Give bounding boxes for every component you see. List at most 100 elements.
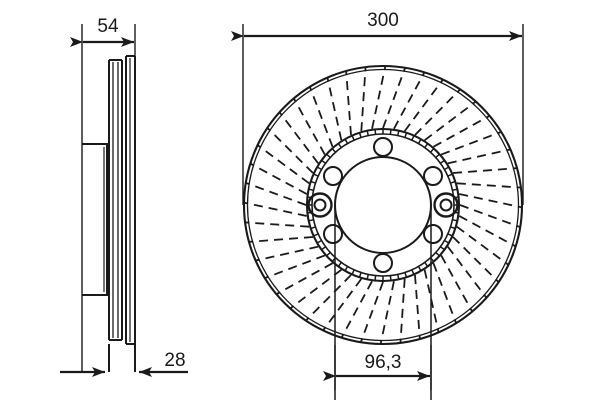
cooling-vane [360,67,367,132]
hub-knurl-tick [366,274,369,280]
hub-knurl-tick [337,143,342,149]
cooling-vane [382,67,406,129]
cooling-vane [393,71,426,130]
hub-ring-outer [305,127,461,283]
cooling-vane [289,269,342,310]
hub-knurl-tick [439,159,445,164]
hub-knurl-tick [374,275,377,281]
cooling-vane [257,144,310,185]
cooling-vane [459,193,522,209]
cooling-vane [414,88,461,136]
hub-knurl-tick [439,246,445,251]
bolt-hole-lower-left [323,224,343,244]
hub-knurl-tick [321,246,327,251]
cooling-vane [249,162,308,195]
cooling-vane [293,97,326,156]
cooling-vane [245,182,307,206]
cooling-vane [248,236,314,243]
cooling-vane [403,79,444,132]
hub-knurl-tick [444,166,450,171]
hub-knurl-tick [417,138,422,144]
cooling-vane [432,262,457,324]
hub-knurl-tick [444,239,450,244]
hub-knurl-tick [424,143,429,149]
hub-knurl-tick [447,233,453,237]
hub-knurl-tick [326,251,331,257]
hub-knurl-tick [450,180,456,184]
cooling-vane [266,127,314,174]
hub-knurl-tick [374,129,377,135]
side-section-view [60,24,188,377]
hub-knurl-tick [397,130,400,136]
hub-knurl-tick [358,272,362,278]
hub-knurl-tick [308,188,314,191]
disc-outer-rim-inner [246,68,520,342]
hub-knurl-tick [358,132,362,138]
dim-label-300: 300 [367,10,399,31]
hub-knurl-tick [389,275,392,281]
dim-label-96-3: 96,3 [365,352,402,373]
cooling-vane [275,262,334,295]
hub-knurl-tick [435,251,440,257]
hub-knurl-tick [344,138,349,144]
friction-plate-outboard [125,55,136,345]
hub-knurl-tick [310,180,316,184]
bolt-hole-upper-left [323,166,343,186]
hub-knurl-tick [411,269,415,275]
hub-knurl-tick [411,135,415,141]
cooling-vane [371,65,387,129]
cooling-vane [458,215,517,248]
hub-knurl-tick [313,173,319,177]
cooling-vane [447,246,488,299]
cooling-vane [452,236,500,283]
cooling-vane [432,115,491,148]
cooling-vane [399,278,406,343]
locating-hole-left [307,192,333,218]
hub-knurl-tick [452,188,458,191]
cooling-vane [245,221,310,228]
cooling-vane [414,274,421,340]
cooling-vane [264,254,326,279]
hub-knurl-tick [424,261,429,267]
hub-knurl-tick [435,153,440,159]
hub-stem-lower [108,344,136,372]
front-face-view [231,24,524,400]
hub-knurl-tick [429,148,435,153]
bolt-holes [323,137,443,273]
hub-knurl-tick [351,269,355,275]
hub-knurl-tick [447,173,453,177]
hub-knurl-tick [404,132,408,138]
cooling-vane [278,111,319,164]
hub-knurl-tick [316,239,322,244]
bolt-hole-top [373,137,393,157]
hub-knurl-tick [450,226,456,230]
cooling-vane [243,201,307,217]
vane-gap-lines [112,62,119,338]
hub-knurl-tick [326,153,331,159]
cooling-vane [326,77,343,141]
hub-hat-profile [82,143,108,296]
hub-knurl-tick [389,129,392,135]
friction-plate-inboard [108,59,122,341]
hub-knurl-tick [452,219,458,222]
hub-knurl-tick [308,219,314,222]
bolt-hole-lower-right [423,224,443,244]
cooling-vane [309,86,334,148]
cooling-vane [360,281,384,343]
dim-54-extension-lines [81,24,136,372]
hub-knurl-tick [351,135,355,141]
cooling-vane [379,281,395,345]
cooling-vane [459,204,521,228]
cooling-vane [440,131,502,156]
dim-label-54: 54 [97,16,119,37]
cooling-vane [456,182,521,189]
center-bore [334,156,432,254]
hub-knurl-tick [366,130,369,136]
cooling-vane [322,278,363,331]
cooling-vane [424,100,477,141]
cooling-vane [345,70,352,136]
flange-caps [104,143,109,296]
hub-knurl-tick [313,233,319,237]
